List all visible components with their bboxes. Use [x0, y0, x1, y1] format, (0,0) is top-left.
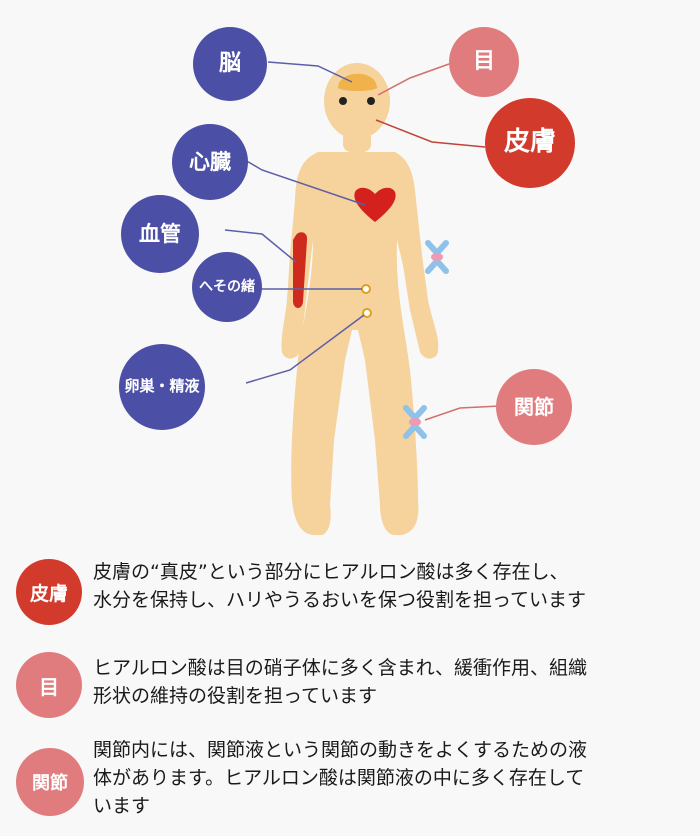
- label-navel: へその緒: [192, 252, 262, 322]
- legend-joint: 関節 関節内には、関節液という関節の動きをよくするための液 体があります。ヒアル…: [0, 736, 700, 832]
- label-heart: 心臓: [172, 124, 248, 200]
- legend-joint-icon: 関節: [16, 748, 84, 816]
- knee-joint: [403, 405, 427, 439]
- ovary-marker: [362, 308, 372, 318]
- label-skin: 皮膚: [485, 98, 575, 188]
- brain-shape: [338, 73, 377, 91]
- legend-eye-text: ヒアルロン酸は目の硝子体に多く含まれ、緩衝作用、組織 形状の維持の役割を担ってい…: [93, 657, 588, 707]
- legend-skin-text: 皮膚の“真皮”という部分にヒアルロン酸は多く存在し、 水分を保持し、ハリやうるお…: [93, 561, 587, 611]
- label-ovary: 卵巣・精液: [119, 344, 205, 430]
- left-eye: [339, 97, 347, 105]
- label-brain: 脳: [193, 27, 267, 101]
- legend-eye-icon: 目: [16, 652, 82, 718]
- right-eye: [367, 97, 375, 105]
- legend-skin-icon: 皮膚: [16, 559, 82, 625]
- navel-marker: [361, 284, 371, 294]
- legend-joint-text: 関節内には、関節液という関節の動きをよくするための液 体があります。ヒアルロン酸…: [93, 739, 588, 817]
- label-eye: 目: [449, 27, 519, 97]
- label-vessel: 血管: [121, 195, 199, 273]
- legend-skin: 皮膚 皮膚の“真皮”という部分にヒアルロン酸は多く存在し、 水分を保持し、ハリや…: [0, 556, 700, 626]
- label-joint: 関節: [496, 369, 572, 445]
- body-figure: [224, 61, 501, 535]
- elbow-joint: [425, 240, 449, 274]
- legend-eye: 目 ヒアルロン酸は目の硝子体に多く含まれ、緩衝作用、組織 形状の維持の役割を担っ…: [0, 650, 700, 720]
- body-silhouette: [281, 63, 439, 535]
- heart-shape: [354, 187, 396, 222]
- leader-lines: [224, 61, 501, 421]
